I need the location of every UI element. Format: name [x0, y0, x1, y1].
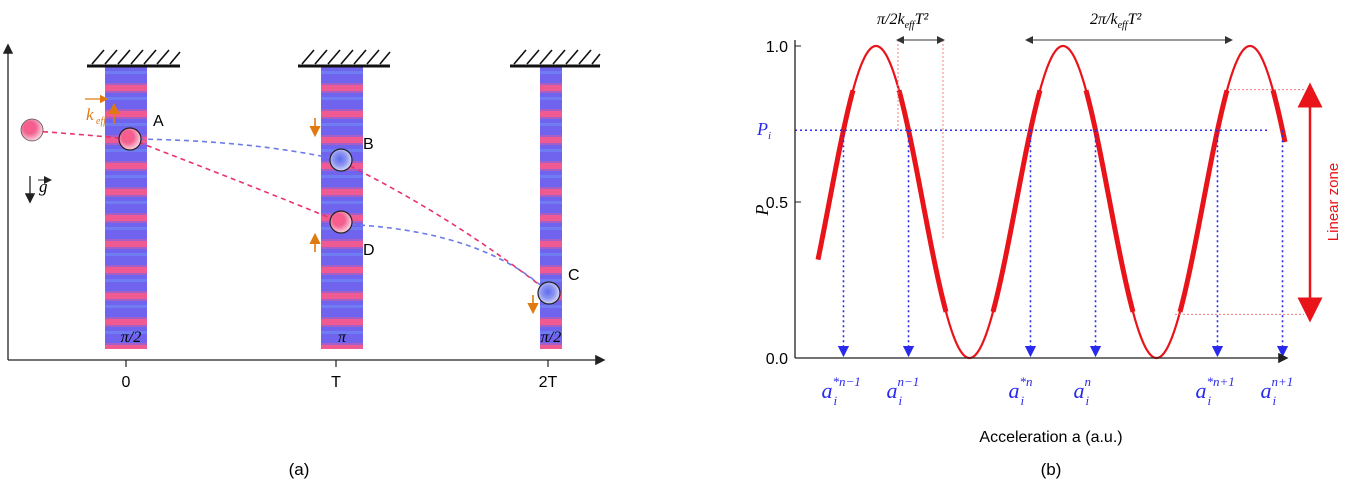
linear-segment	[815, 89, 856, 261]
atom-initial	[20, 118, 44, 142]
panel-a: 0 T 2T π/2 π π/2	[2, 43, 606, 479]
y-tick-label-05: 0.5	[766, 195, 788, 212]
tick-label-0: 0	[122, 374, 131, 391]
y-tick-label-1: 1.0	[766, 39, 788, 56]
linear-segment	[990, 89, 1043, 313]
a-label-sub: i	[1086, 393, 1090, 408]
mirror-2T	[510, 49, 601, 68]
linear-segment	[896, 89, 949, 313]
a-label: an	[1074, 374, 1092, 403]
pulse-label-0: π/2	[121, 329, 141, 346]
y-tick-label-0: 0.0	[766, 351, 788, 368]
trajectory-upper-A-B	[129, 138, 341, 161]
a-label: a*n−1	[821, 374, 860, 403]
svg-text:Linear zone: Linear zone	[1325, 163, 1342, 241]
svg-text:g: g	[39, 177, 48, 196]
pulse-label-T: π	[338, 329, 347, 346]
linear-segment	[1177, 89, 1230, 313]
a-label-sub: i	[1020, 393, 1024, 408]
half-period-annotation: π/2keffT²	[877, 11, 945, 44]
pulse-label-2T: π/2	[541, 329, 561, 346]
k-eff-label: k eff	[85, 94, 109, 127]
tick-label-T: T	[331, 374, 341, 391]
a-label-sub: i	[1273, 393, 1277, 408]
mirror-0	[87, 49, 181, 68]
a-label-sub: i	[899, 393, 903, 408]
atom-D	[329, 210, 353, 234]
laser-beam-2T	[540, 66, 562, 349]
point-label-D: D	[363, 242, 375, 259]
laser-beam-0	[105, 66, 147, 349]
trajectory-incoming	[33, 130, 129, 140]
tick-label-2T: 2T	[539, 374, 558, 391]
a-label: an+1	[1261, 374, 1294, 403]
trajectory-lower-A-D	[129, 138, 341, 223]
a-label: an−1	[887, 374, 920, 403]
mirror-T	[298, 49, 391, 68]
plot-area	[795, 40, 1304, 360]
x-axis-label: Acceleration a (a.u.)	[979, 429, 1122, 446]
period-annotation: 2π/keffT²	[1025, 11, 1233, 44]
a-label-sub: i	[833, 393, 837, 408]
point-label-B: B	[363, 136, 374, 153]
svg-text:2π/keffT²: 2π/keffT²	[1090, 11, 1142, 31]
probability-curve	[816, 44, 1287, 360]
linear-segment	[1270, 89, 1288, 143]
a-label-sub: i	[1207, 393, 1211, 408]
svg-text:k: k	[86, 105, 94, 124]
point-label-A: A	[153, 113, 164, 130]
pi-label: P i	[756, 119, 771, 142]
svg-text:eff: eff	[96, 116, 107, 127]
svg-text:P: P	[756, 119, 768, 139]
panel-a-caption: (a)	[289, 460, 310, 479]
atom-C	[537, 281, 561, 305]
y-axis-label: P	[752, 205, 772, 217]
linear-segment	[1083, 89, 1136, 313]
panel-b: 0.0 0.5 1.0 P P i π/2keffT² 2π/keffT² Li…	[752, 11, 1342, 479]
a-label: a*n	[1008, 374, 1032, 403]
trajectory-D-C	[341, 223, 547, 291]
laser-beam-T	[321, 66, 363, 349]
a-label: a*n+1	[1195, 374, 1234, 403]
atom-B	[329, 148, 353, 172]
atom-A	[118, 127, 142, 151]
svg-text:π/2keffT²: π/2keffT²	[877, 11, 929, 31]
linear-zone-annotation: Linear zone	[1297, 82, 1342, 323]
gravity-label: g	[24, 176, 52, 204]
point-label-C: C	[568, 267, 580, 284]
trajectory-B-C	[341, 161, 547, 291]
svg-text:i: i	[768, 130, 771, 142]
panel-b-caption: (b)	[1041, 460, 1062, 479]
